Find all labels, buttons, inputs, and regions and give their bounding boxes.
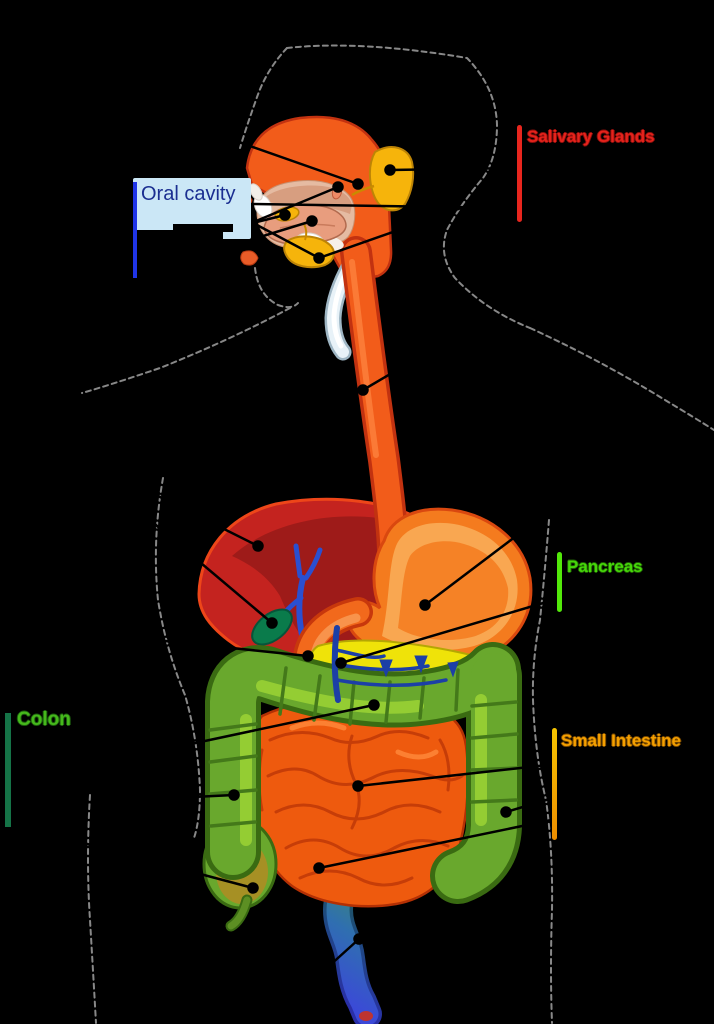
trachea-shape xyxy=(324,255,360,361)
colon-marker-line xyxy=(5,713,11,827)
redacted-sublabels xyxy=(137,230,223,239)
small-intestine-label: Small Intestine xyxy=(561,731,681,750)
left-shoulder-outline xyxy=(81,307,291,394)
anus xyxy=(359,1011,373,1021)
oral-cavity-label: Oral cavity xyxy=(141,183,236,205)
parotid-gland xyxy=(368,146,415,212)
pancreas-label: Pancreas xyxy=(567,557,643,576)
pancreas-marker-line xyxy=(557,552,562,612)
colon-shape xyxy=(205,642,522,904)
upper-tooth2 xyxy=(249,183,263,201)
esophagus-shape xyxy=(340,236,409,565)
right-shoulder-outline xyxy=(529,327,714,431)
left-hip-outline xyxy=(87,794,97,1024)
salivary-glands-label: Salivary Glands xyxy=(527,127,655,146)
colon-label: Colon xyxy=(17,709,71,730)
haustra-creases xyxy=(208,666,519,828)
lower-lip xyxy=(240,250,259,266)
oral-cavity-label-box: Oral cavity xyxy=(133,178,251,239)
redacted-sublabels-2 xyxy=(173,224,233,232)
small-intestine-marker-line xyxy=(552,728,557,840)
head-outline xyxy=(286,44,531,329)
face-outline xyxy=(239,47,288,149)
small-intestine-shape xyxy=(249,697,470,908)
salivary-glands-marker-line xyxy=(517,125,522,222)
chin-outline xyxy=(254,267,299,309)
torso-right-outline xyxy=(531,519,554,1024)
oral-cavity-marker-line xyxy=(133,182,137,278)
